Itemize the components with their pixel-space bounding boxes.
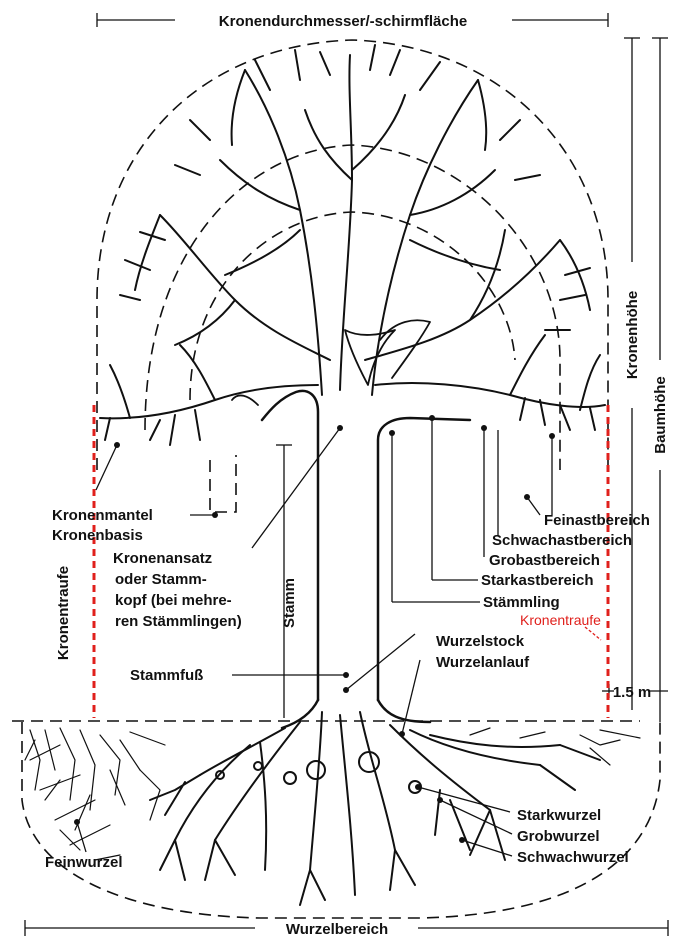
stem-label: Stämmling: [483, 594, 560, 611]
crown-attachment-label-3: kopf (bei mehre-: [115, 592, 232, 609]
root-zone-dimension: [24, 920, 669, 936]
crown-height-label: Kronenhöhe: [624, 291, 641, 379]
strong-branch-label: Starkastbereich: [481, 572, 594, 589]
fine-root-mesh: [24, 727, 166, 861]
crown-diameter-dimension: [96, 13, 609, 27]
root-zone-outline: [21, 722, 661, 919]
crown-attachment-label-1: Kronenansatz: [113, 550, 212, 567]
crown-forks: [231, 319, 431, 406]
crown-attachment-label-4: ren Stämmlingen): [115, 613, 242, 630]
leader-dots: [74, 415, 555, 843]
root-flare-label: Wurzelanlauf: [436, 654, 530, 671]
crown-diameter-label: Kronendurchmesser/-schirmfläche: [219, 13, 467, 30]
crown-branches: [99, 44, 606, 446]
crown-height-dimension: [624, 37, 640, 710]
fine-root-label: Feinwurzel: [45, 854, 123, 871]
fine-root-mesh-right: [469, 727, 641, 766]
height-marker-label: 1.5 m: [613, 684, 651, 701]
root-sections: [215, 751, 422, 794]
crown-attachment-label-2: oder Stamm-: [115, 571, 207, 588]
trunk-label: Stamm: [281, 578, 298, 628]
crown-mantle-label: Kronenmantel: [52, 507, 153, 524]
crown-base-label: Kronenbasis: [52, 527, 143, 544]
crown-outlines: [96, 39, 609, 513]
drip-line-left-label: Kronentraufe: [55, 566, 72, 660]
fine-branch-label: Feinastbereich: [544, 512, 650, 529]
weak-root-label: Schwachwurzel: [517, 849, 629, 866]
root-zone-label: Wurzelbereich: [286, 921, 388, 938]
tree-height-dimension: [652, 37, 668, 722]
coarse-branch-label: Grobastbereich: [489, 552, 600, 569]
weak-branch-label: Schwachastbereich: [492, 532, 632, 549]
strong-root-label: Starkwurzel: [517, 807, 601, 824]
root-stock-label: Wurzelstock: [436, 633, 525, 650]
drip-line-right-label: Kronentraufe: [520, 612, 601, 628]
roots: [149, 711, 601, 906]
leader-lines: [76, 418, 602, 857]
tree-height-label: Baumhöhe: [652, 376, 669, 454]
coarse-root-label: Grobwurzel: [517, 828, 600, 845]
trunk: [260, 389, 472, 730]
trunk-foot-label: Stammfuß: [130, 667, 203, 684]
